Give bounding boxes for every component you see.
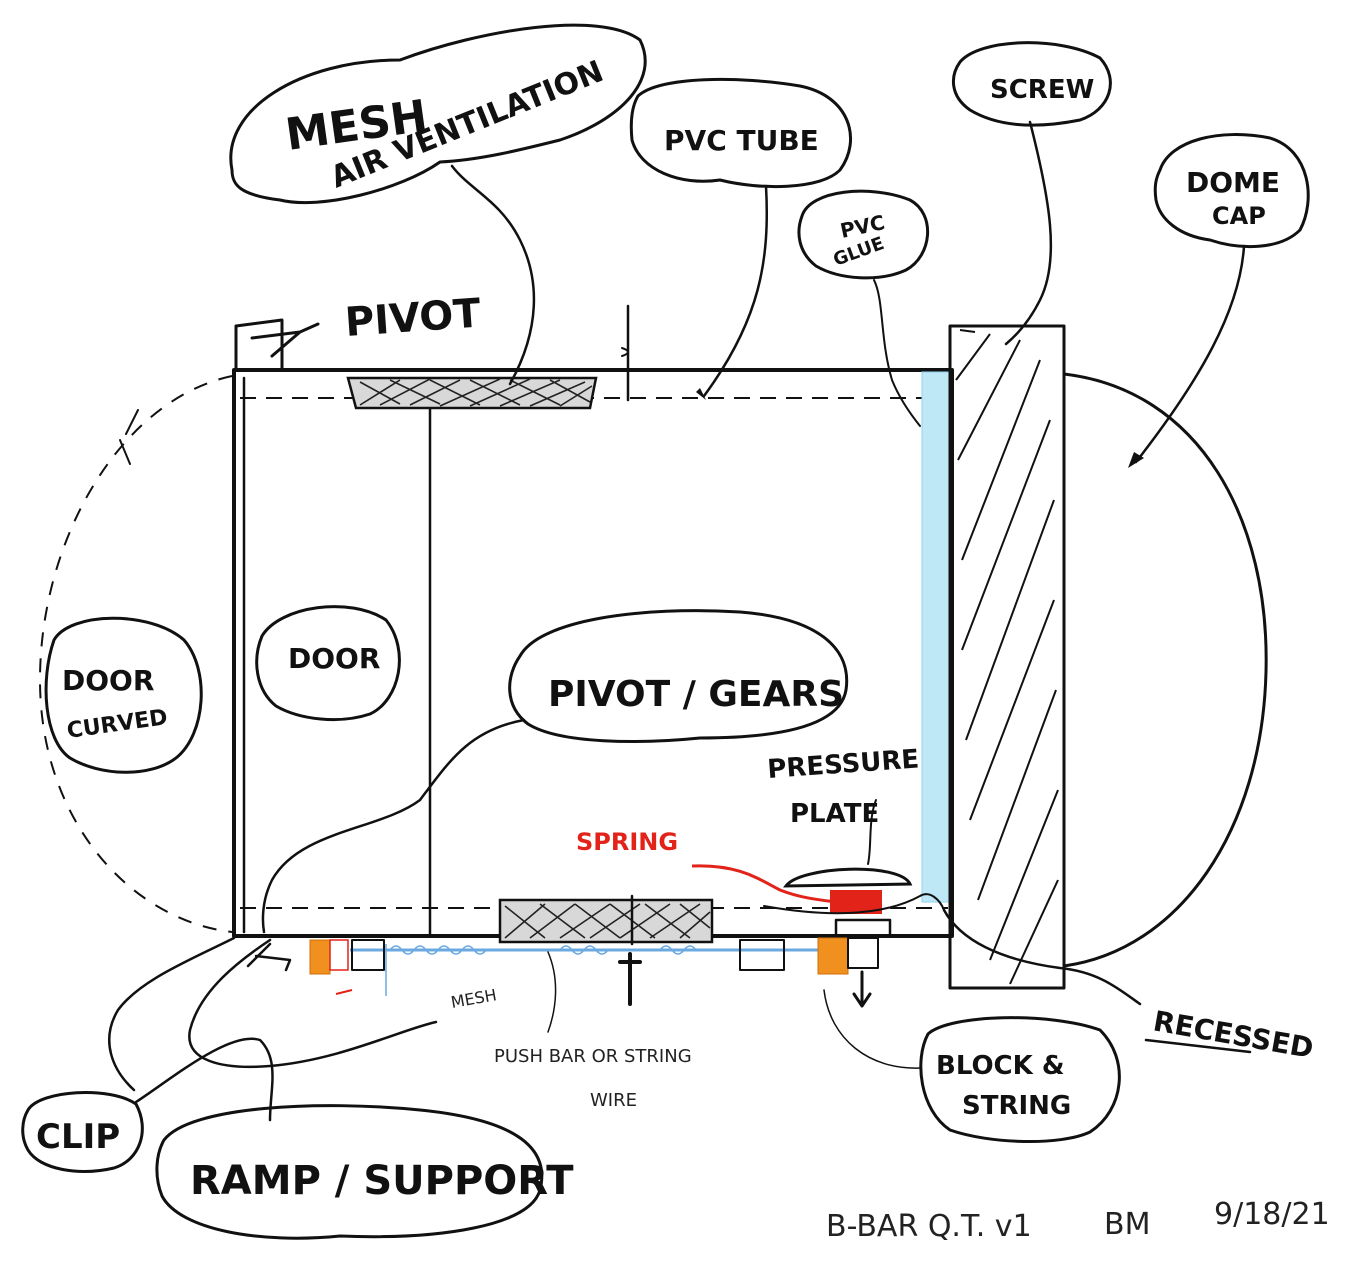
label-door-curved-line2: CURVED <box>65 705 169 744</box>
label-block-line1: BLOCK & <box>936 1051 1065 1081</box>
label-clip: CLIP <box>36 1117 120 1157</box>
dome-cap-outline <box>1064 374 1266 966</box>
label-pressure-plate-line1: PRESSURE <box>766 744 920 785</box>
label-dome-cap-line2: CAP <box>1212 202 1266 230</box>
pvc-glue-band <box>922 372 950 902</box>
label-door-curved-line1: DOOR <box>62 664 154 697</box>
door-swing-tick <box>120 410 138 464</box>
signature-initials: BM <box>1104 1207 1150 1242</box>
label-screw: SCREW <box>990 75 1094 105</box>
label-pivot-top: PIVOT <box>343 291 482 346</box>
pivot-bracket <box>236 320 318 370</box>
top-screw-pin <box>622 306 628 400</box>
mesh-top <box>348 378 596 408</box>
signature-title: B-BAR Q.T. v1 <box>826 1209 1032 1244</box>
door-swing-arc <box>40 376 232 932</box>
label-mesh-bottom: MESH <box>449 985 498 1012</box>
label-door: DOOR <box>288 642 380 675</box>
label-pivot-gears: PIVOT / GEARS <box>548 674 844 715</box>
label-push-bar-line1: PUSH BAR OR STRING <box>494 1046 692 1067</box>
label-spring: SPRING <box>576 828 678 856</box>
label-recessed: RECESSED <box>1151 1004 1316 1065</box>
label-block-line2: STRING <box>962 1091 1071 1121</box>
label-pressure-plate-line2: PLATE <box>790 799 879 829</box>
signature-date: 9/18/21 <box>1214 1197 1330 1232</box>
label-ramp-support: RAMP / SUPPORT <box>190 1158 574 1204</box>
label-pvc-tube: PVC TUBE <box>664 124 819 157</box>
label-dome-cap-line1: DOME <box>1186 166 1280 199</box>
label-push-bar-line2: WIRE <box>590 1090 637 1111</box>
screw-column <box>950 326 1064 988</box>
